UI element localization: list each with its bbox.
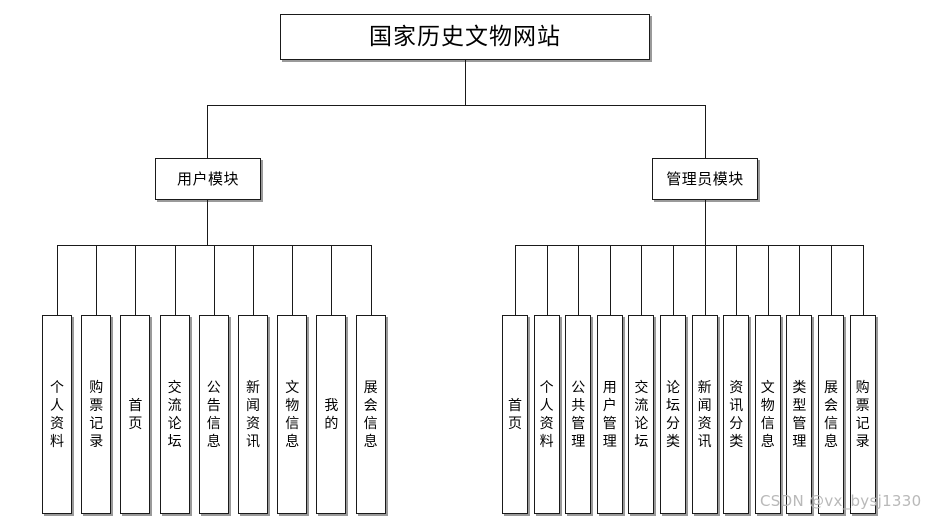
connector-admin-leaf-drop-3 (609, 245, 611, 315)
connector-user-leaf-drop-8 (370, 245, 372, 315)
module-node-user[interactable]: 用户模块 (155, 158, 261, 200)
connector-admin-leaf-drop-0 (515, 245, 516, 315)
connector-user-leaf-drop-2 (135, 245, 137, 315)
connector-admin-leaf-drop-2 (578, 245, 580, 315)
module-node-user-label: 用户模块 (176, 169, 239, 188)
leaf-node-user-1[interactable]: 购 票 记 录 (81, 315, 112, 514)
leaf-node-label: 文 物 信 息 (285, 379, 300, 450)
leaf-node-user-5[interactable]: 新 闻 资 讯 (238, 315, 268, 514)
connector-admin-leaf-stem (705, 200, 706, 245)
leaf-node-label: 用 户 管 理 (602, 379, 617, 450)
connector-user-leaf-drop-3 (174, 245, 176, 315)
connector-admin-leaf-drop-6 (704, 245, 706, 315)
leaf-node-admin-10[interactable]: 展 会 信 息 (818, 315, 844, 514)
leaf-node-admin-0[interactable]: 首 页 (502, 315, 528, 514)
leaf-node-label: 首 页 (508, 397, 522, 432)
connector-user-leaf-drop-0 (57, 245, 58, 315)
leaf-node-admin-9[interactable]: 类 型 管 理 (786, 315, 813, 514)
leaf-node-label: 展 会 信 息 (363, 379, 378, 450)
connector-admin-leaf-drop-7 (736, 245, 738, 315)
leaf-node-label: 新 闻 资 讯 (246, 379, 260, 450)
leaf-node-user-6[interactable]: 文 物 信 息 (277, 315, 308, 514)
leaf-node-admin-7[interactable]: 资 讯 分 类 (723, 315, 750, 514)
leaf-node-user-8[interactable]: 展 会 信 息 (355, 315, 386, 514)
leaf-node-label: 论 坛 分 类 (666, 379, 680, 450)
connector-user-module-drop (207, 105, 208, 158)
watermark: CSDN @vx_bysj1330 (760, 492, 922, 510)
leaf-node-label: 首 页 (128, 397, 143, 432)
connector-root-stem (465, 60, 466, 105)
leaf-node-label: 公 共 管 理 (571, 379, 586, 450)
leaf-node-label: 个 人 资 料 (50, 379, 64, 450)
leaf-node-user-2[interactable]: 首 页 (120, 315, 151, 514)
leaf-node-label: 交 流 论 坛 (167, 379, 182, 450)
connector-admin-leaf-bus (515, 245, 863, 246)
connector-user-leaf-stem (207, 200, 208, 245)
leaf-node-label: 新 闻 资 讯 (697, 379, 712, 450)
leaf-node-label: 文 物 信 息 (760, 379, 775, 450)
leaf-node-admin-2[interactable]: 公 共 管 理 (565, 315, 592, 514)
leaf-node-admin-3[interactable]: 用 户 管 理 (596, 315, 623, 514)
root-node[interactable]: 国家历史文物网站 (280, 14, 650, 60)
leaf-node-admin-11[interactable]: 购 票 记 录 (849, 315, 876, 514)
leaf-node-user-0[interactable]: 个 人 资 料 (42, 315, 72, 514)
leaf-node-label: 我 的 (324, 397, 339, 432)
leaf-node-user-4[interactable]: 公 告 信 息 (198, 315, 229, 514)
leaf-node-label: 公 告 信 息 (206, 379, 221, 450)
connector-admin-leaf-drop-1 (546, 245, 548, 315)
connector-admin-leaf-drop-10 (831, 245, 832, 315)
leaf-node-admin-8[interactable]: 文 物 信 息 (754, 315, 781, 514)
leaf-node-label: 交 流 论 坛 (634, 379, 649, 450)
leaf-node-label: 购 票 记 录 (89, 379, 104, 450)
leaf-node-admin-4[interactable]: 交 流 论 坛 (628, 315, 655, 514)
leaf-node-admin-1[interactable]: 个 人 资 料 (533, 315, 560, 514)
connector-user-leaf-drop-7 (331, 245, 333, 315)
leaf-node-label: 购 票 记 录 (855, 379, 870, 450)
connector-module-bus (207, 105, 706, 106)
leaf-node-user-3[interactable]: 交 流 论 坛 (159, 315, 190, 514)
connector-user-leaf-drop-5 (253, 245, 254, 315)
module-node-admin-label: 管理员模块 (666, 169, 744, 188)
connector-admin-leaf-drop-8 (767, 245, 769, 315)
connector-user-leaf-drop-4 (213, 245, 215, 315)
leaf-node-label: 展 会 信 息 (824, 379, 838, 450)
leaf-node-admin-6[interactable]: 新 闻 资 讯 (691, 315, 718, 514)
leaf-node-label: 个 人 资 料 (539, 379, 554, 450)
connector-user-leaf-drop-1 (96, 245, 98, 315)
leaf-node-label: 类 型 管 理 (792, 379, 807, 450)
connector-admin-leaf-drop-11 (862, 245, 864, 315)
connector-admin-leaf-drop-5 (673, 245, 674, 315)
connector-admin-leaf-drop-4 (641, 245, 643, 315)
leaf-node-user-7[interactable]: 我 的 (316, 315, 347, 514)
leaf-node-admin-5[interactable]: 论 坛 分 类 (660, 315, 686, 514)
module-node-admin[interactable]: 管理员模块 (652, 158, 758, 200)
leaf-node-label: 资 讯 分 类 (729, 379, 744, 450)
connector-admin-leaf-drop-9 (799, 245, 801, 315)
connector-user-leaf-drop-6 (292, 245, 294, 315)
root-node-label: 国家历史文物网站 (369, 23, 561, 50)
connector-admin-module-drop (705, 105, 706, 158)
